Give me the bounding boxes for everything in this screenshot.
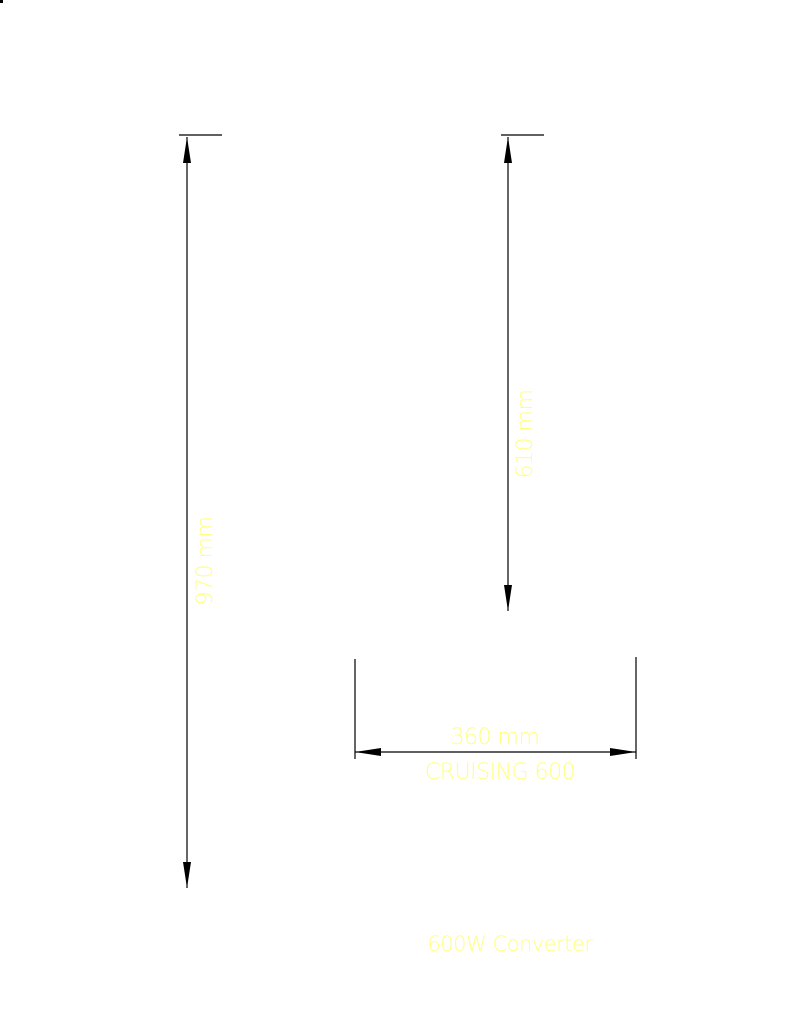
dimension-label-610: 610 mm — [513, 390, 538, 479]
dimension-610: 610 mm — [501, 134, 544, 611]
arrowhead-left-360 — [355, 748, 381, 756]
dimension-970: 970 mm — [179, 134, 222, 888]
arrowhead-bottom-610 — [504, 585, 512, 611]
arrowhead-right-360 — [610, 748, 636, 756]
dimension-label-360: 360 mm — [451, 725, 540, 750]
arrowhead-top-610 — [504, 137, 512, 163]
model-label: CRUISING 600 — [425, 760, 575, 785]
product-label: 600W Converter — [427, 932, 593, 956]
corner-mark — [0, 0, 3, 3]
dimension-360: 360 mm — [354, 657, 637, 759]
arrowhead-top-970 — [183, 137, 191, 163]
arrowhead-bottom-970 — [183, 862, 191, 888]
dimension-label-970: 970 mm — [193, 517, 218, 606]
